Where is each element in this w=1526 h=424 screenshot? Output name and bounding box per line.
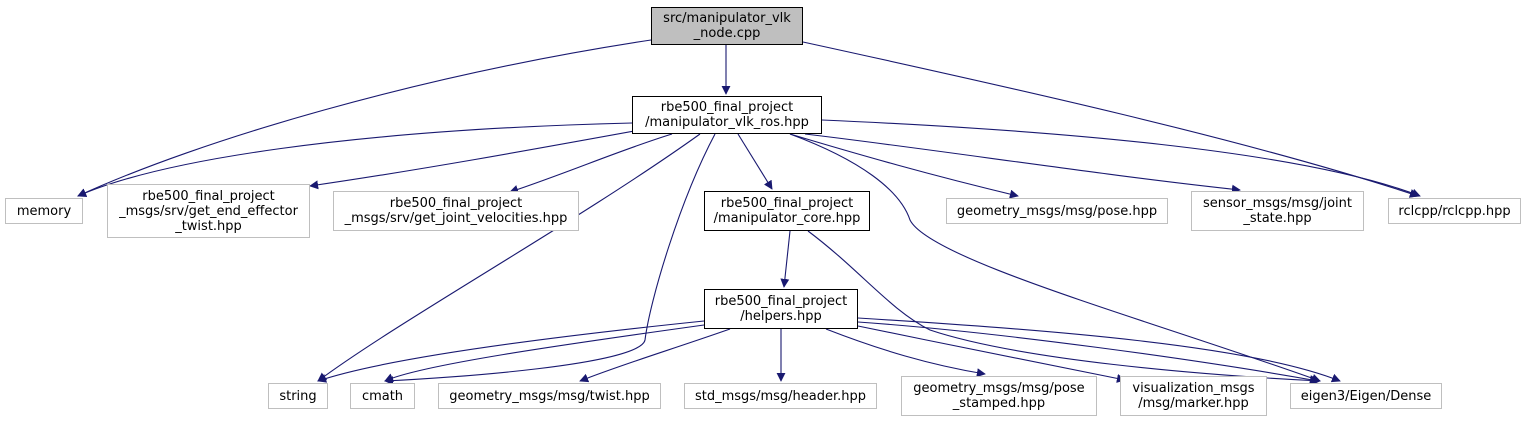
node-label-line: _stamped.hpp [952,396,1046,411]
edge-core-to-eigen [807,230,1321,386]
edge-ros-to-joint [804,133,1241,194]
node-label-line: rbe500_final_project [389,196,523,211]
node-get-joint-velocities-hpp[interactable]: rbe500_final_project _msgs/srv/get_joint… [333,191,579,231]
node-label-line: _node.cpp [693,26,761,41]
edge-helpers-to-pstamp [825,328,986,378]
node-label-line: std_msgs/msg/header.hpp [694,388,866,404]
edge-helpers-to-cmath [384,324,705,382]
node-manipulator-vlk-node-cpp[interactable]: src/manipulator_vlk _node.cpp [651,7,803,45]
edge-ros-to-cmath [384,133,716,386]
node-manipulator-vlk-ros-hpp[interactable]: rbe500_final_project /manipulator_vlk_ro… [632,96,822,134]
node-label-line: cmath [361,388,404,404]
node-label-line: _twist.hpp [175,218,242,234]
node-label-line: /helpers.hpp [740,309,822,324]
edge-ros-to-eet [309,129,641,190]
node-label-line: rbe500_final_project [714,294,848,309]
node-pose-stamped-hpp[interactable]: geometry_msgs/msg/pose _stamped.hpp [901,376,1097,416]
node-label-line: rclcpp/rclcpp.hpp [1398,203,1511,219]
edge-ros-to-rclcpp [821,119,1421,198]
node-string[interactable]: string [268,383,328,409]
node-label-line: geometry_msgs/msg/twist.hpp [449,388,650,404]
node-label-line: geometry_msgs/msg/pose [913,381,1085,396]
edge-core-to-helpers [780,230,791,288]
edge-node-to-memory [77,39,652,197]
node-label-line: string [279,388,317,404]
edge-node-to-rclcpp [802,41,1419,198]
node-label-line: visualization_msgs [1132,381,1255,396]
node-joint-state-hpp[interactable]: sensor_msgs/msg/joint _state.hpp [1191,191,1364,231]
node-label-line: geometry_msgs/msg/pose.hpp [956,203,1158,219]
node-get-end-effector-twist-hpp[interactable]: rbe500_final_project _msgs/srv/get_end_e… [107,184,310,238]
node-marker-hpp[interactable]: visualization_msgs /msg/marker.hpp [1120,376,1267,416]
edge-helpers-to-twist [579,328,731,383]
node-pose-hpp[interactable]: geometry_msgs/msg/pose.hpp [946,198,1168,224]
edge-ros-to-string [317,133,701,382]
node-label-line: src/manipulator_vlk [663,11,791,26]
node-label-line: _msgs/srv/get_joint_velocities.hpp [344,211,568,226]
edge-ros-to-core [737,133,773,190]
edge-helpers-to-eigen [857,321,1319,385]
edge-ros-to-jv [509,133,673,194]
node-label-line: sensor_msgs/msg/joint [1202,196,1352,211]
node-label-line: rbe500_final_project [660,100,794,115]
edge-ros-to-pose [789,133,1019,199]
edge-helpers-to-string [317,320,705,383]
node-eigen-dense[interactable]: eigen3/Eigen/Dense [1290,383,1442,409]
node-label-line: /msg/marker.hpp [1138,396,1249,411]
node-twist-hpp[interactable]: geometry_msgs/msg/twist.hpp [438,383,661,409]
node-helpers-hpp[interactable]: rbe500_final_project /helpers.hpp [704,289,858,329]
node-label-line: _msgs/srv/get_end_effector [119,203,298,219]
edge-helpers-to-eigen-2 [857,317,1341,383]
node-label-line: rbe500_final_project [142,188,275,204]
node-label-line: _state.hpp [1243,211,1312,226]
node-label-line: eigen3/Eigen/Dense [1300,388,1432,404]
edge-ros-to-eigen [789,133,1321,383]
node-label-line: /manipulator_core.hpp [713,211,861,226]
node-label-line: rbe500_final_project [720,196,854,211]
node-rclcpp-hpp[interactable]: rclcpp/rclcpp.hpp [1388,198,1521,224]
node-label-line: /manipulator_vlk_ros.hpp [645,115,809,130]
node-header-hpp[interactable]: std_msgs/msg/header.hpp [684,383,877,409]
node-memory[interactable]: memory [5,198,83,224]
node-manipulator-core-hpp[interactable]: rbe500_final_project /manipulator_core.h… [704,191,870,231]
node-cmath[interactable]: cmath [350,383,415,409]
node-label-line: memory [16,203,72,219]
edge-ros-to-memory [77,122,633,197]
edge-helpers-to-marker [857,325,1126,383]
